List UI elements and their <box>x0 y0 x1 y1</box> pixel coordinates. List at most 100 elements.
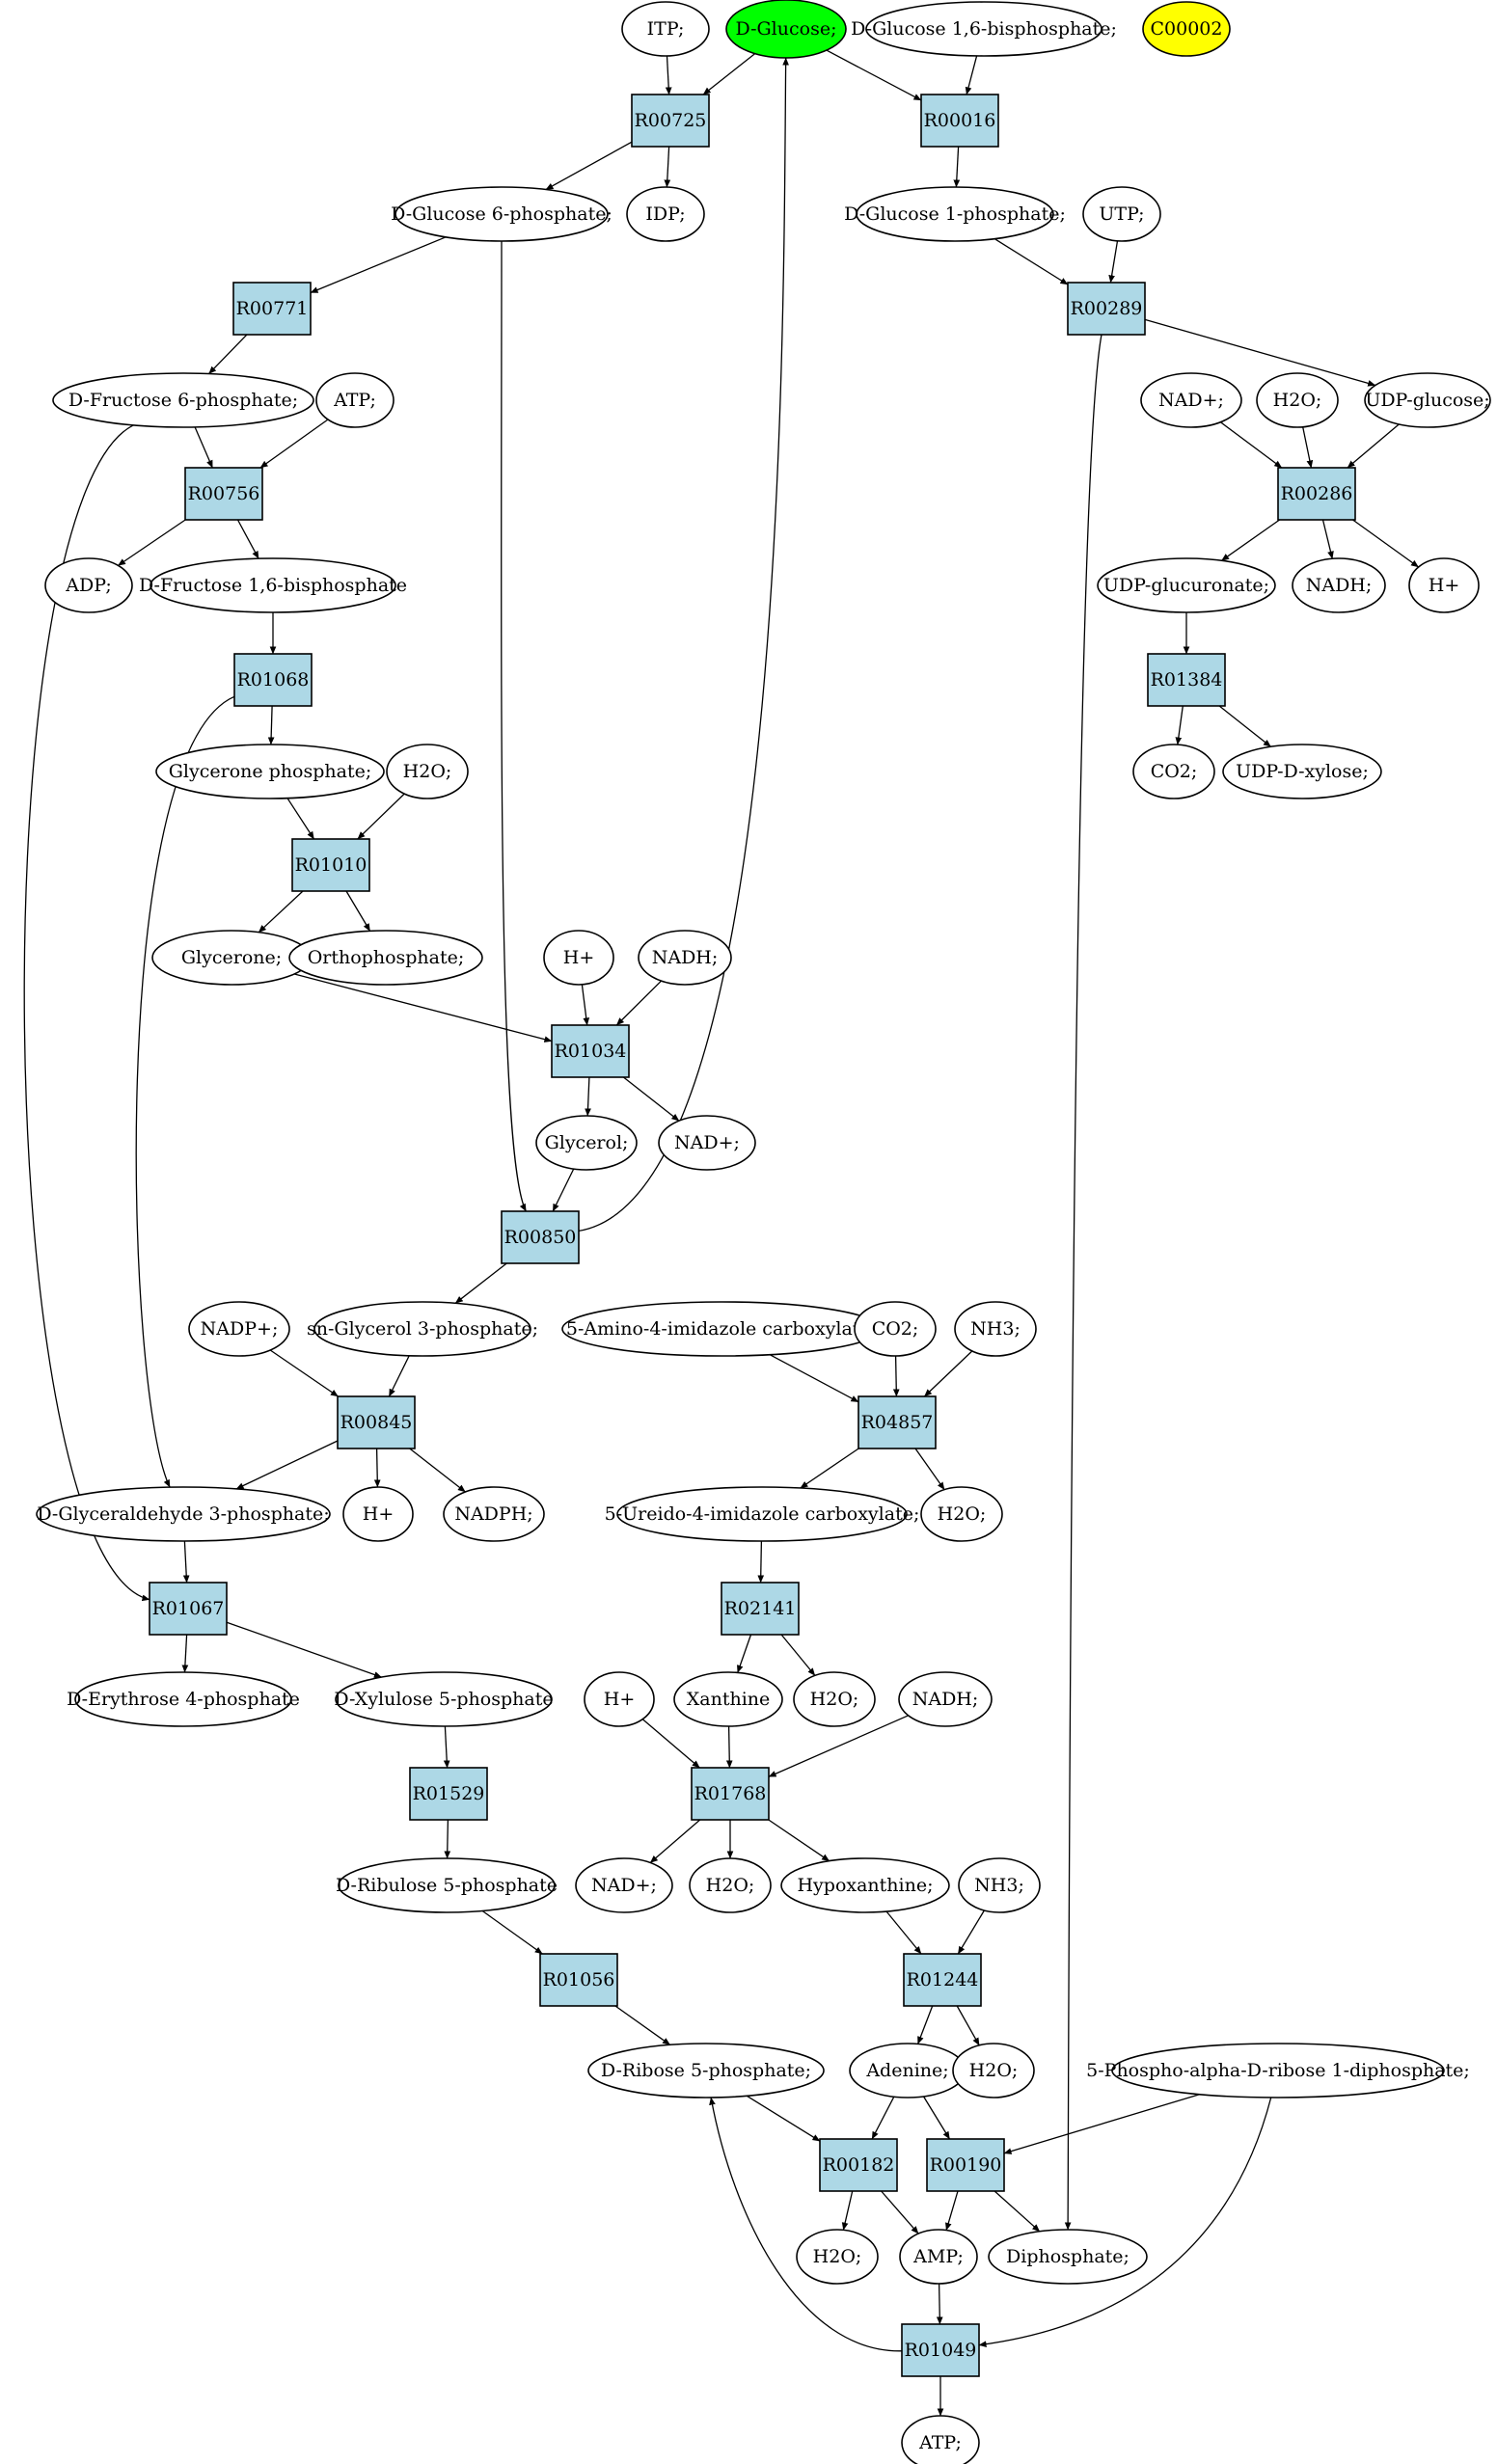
compound-node-ru5p[interactable]: D-Ribulose 5-phosphate <box>336 1857 558 1913</box>
compound-label: NH3; <box>970 1318 1021 1340</box>
compound-node-f16bp[interactable]: D-Fructose 1,6-bisphosphate <box>139 557 407 613</box>
compound-node-xu5p[interactable]: D-Xylulose 5-phosphate <box>334 1671 554 1727</box>
reaction-node-r00190[interactable]: R00190 <box>926 2138 1005 2192</box>
reaction-node-r02141[interactable]: R02141 <box>721 1582 800 1636</box>
compound-node-co2_a[interactable]: CO2; <box>1132 744 1215 799</box>
compound-label: NADH; <box>652 947 719 968</box>
edge-R01384-to-co2_a <box>1175 705 1184 745</box>
compound-node-nadh_a[interactable]: NADH; <box>1292 557 1386 613</box>
reaction-node-r01768[interactable]: R01768 <box>691 1767 770 1821</box>
compound-node-utp[interactable]: UTP; <box>1082 186 1161 242</box>
reaction-node-r00182[interactable]: R00182 <box>819 2138 898 2192</box>
reaction-node-r01010[interactable]: R01010 <box>291 838 370 892</box>
compound-label: AMP; <box>912 2246 964 2267</box>
compound-node-gap[interactable]: D-Glyceraldehyde 3-phosphate; <box>36 1486 331 1542</box>
compound-node-h2o_f[interactable]: H2O; <box>952 2043 1035 2098</box>
compound-node-itp[interactable]: ITP; <box>621 1 710 57</box>
compound-node-hypox[interactable]: Hypoxanthine; <box>780 1857 950 1913</box>
compound-shape <box>1408 557 1480 613</box>
compound-node-nadh_b[interactable]: NADH; <box>638 930 732 986</box>
reaction-node-r00845[interactable]: R00845 <box>337 1395 416 1449</box>
reaction-node-r00016[interactable]: R00016 <box>920 94 999 148</box>
reaction-node-r01244[interactable]: R01244 <box>903 1953 982 2007</box>
compound-node-prpp[interactable]: 5-Phospho-alpha-D-ribose 1-diphosphate; <box>1086 2043 1470 2098</box>
compound-node-aicar[interactable]: 5-Amino-4-imidazole carboxylate; <box>561 1301 882 1357</box>
compound-node-nadp_r[interactable]: NAD+; <box>1140 372 1242 428</box>
compound-node-g1p[interactable]: D-Glucose 1-phosphate; <box>844 186 1066 242</box>
reaction-label: R01034 <box>555 1041 627 1062</box>
compound-label: H+ <box>604 1689 636 1710</box>
nodes-layer: ITP; D-Glucose;D-Glucose 1,6-bisphosphate… <box>36 0 1491 2464</box>
compound-label: NADH; <box>912 1689 979 1710</box>
compound-node-h_a[interactable]: H+ <box>1408 557 1480 613</box>
compound-node-h2o_b[interactable]: H2O; <box>386 744 469 799</box>
compound-shape <box>1097 557 1276 613</box>
compound-node-g3p_sn[interactable]: sn-Glycerol 3-phosphate; <box>307 1301 538 1357</box>
edge-nh3_b-to-R01244 <box>957 1909 985 1955</box>
reaction-node-r00771[interactable]: R00771 <box>232 282 312 336</box>
reaction-node-r00286[interactable]: R00286 <box>1277 467 1356 521</box>
compound-node-udpxyl[interactable]: UDP-D-xylose; <box>1222 744 1382 799</box>
compound-node-atp_b[interactable]: ATP; <box>901 2415 980 2464</box>
compound-node-pi[interactable]: Orthophosphate; <box>288 930 483 986</box>
compound-node-c00002[interactable]: C00002 <box>1142 1 1231 57</box>
compound-node-udpglcua[interactable]: UDP-glucuronate; <box>1097 557 1276 613</box>
reaction-node-r00725[interactable]: R00725 <box>631 94 710 148</box>
compound-node-co2_b[interactable]: CO2; <box>854 1301 937 1357</box>
compound-shape <box>338 1857 556 1913</box>
compound-node-adenine[interactable]: Adenine; <box>849 2043 966 2098</box>
compound-node-udpglc[interactable]: UDP-glucose; <box>1364 372 1491 428</box>
reaction-node-r01529[interactable]: R01529 <box>409 1767 488 1821</box>
compound-node-h2o_d[interactable]: H2O; <box>793 1671 876 1727</box>
compound-label: 5-Amino-4-imidazole carboxylate; <box>566 1318 877 1340</box>
compound-node-ureido[interactable]: 5-Ureido-4-imidazole carboxylate; <box>605 1486 920 1542</box>
compound-node-nadph[interactable]: NADPH; <box>443 1486 545 1542</box>
compound-node-e4p[interactable]: D-Erythrose 4-phosphate <box>67 1671 300 1727</box>
compound-node-h2o_c[interactable]: H2O; <box>920 1486 1003 1542</box>
compound-shape <box>1292 557 1386 613</box>
compound-node-g6p[interactable]: D-Glucose 6-phosphate; <box>391 186 612 242</box>
compound-node-adp[interactable]: ADP; <box>44 557 133 613</box>
reaction-node-r01056[interactable]: R01056 <box>539 1953 618 2007</box>
compound-label: Glycerol; <box>545 1132 629 1153</box>
reaction-node-r01034[interactable]: R01034 <box>551 1024 630 1078</box>
compound-node-h_d[interactable]: H+ <box>584 1671 655 1727</box>
reaction-label: R01068 <box>237 669 310 690</box>
reaction-node-r00756[interactable]: R00756 <box>184 467 263 521</box>
reaction-node-r01067[interactable]: R01067 <box>149 1582 228 1636</box>
compound-label: D-Xylulose 5-phosphate <box>334 1689 553 1710</box>
compound-node-h2o_g[interactable]: H2O; <box>796 2229 879 2285</box>
compound-node-nad_b[interactable]: NAD+; <box>658 1115 756 1171</box>
compound-node-amp[interactable]: AMP; <box>899 2229 978 2285</box>
reaction-node-r01049[interactable]: R01049 <box>901 2323 980 2377</box>
compound-node-glucose[interactable]: D-Glucose; <box>725 0 847 59</box>
compound-node-glycerone[interactable]: Glycerone; <box>151 930 312 986</box>
reaction-node-r01384[interactable]: R01384 <box>1147 653 1226 707</box>
compound-node-nadp_c[interactable]: NADP+; <box>188 1301 290 1357</box>
reaction-node-r00850[interactable]: R00850 <box>501 1210 580 1264</box>
edge-R01068-to-dhap <box>267 705 275 745</box>
compound-node-xanthine[interactable]: Xanthine <box>673 1671 783 1727</box>
compound-node-nh3_a[interactable]: NH3; <box>954 1301 1037 1357</box>
compound-node-h2o_e[interactable]: H2O; <box>689 1857 772 1913</box>
compound-node-f6p[interactable]: D-Fructose 6-phosphate; <box>52 372 314 428</box>
compound-node-glycerol[interactable]: Glycerol; <box>535 1115 638 1171</box>
compound-node-nad_c[interactable]: NAD+; <box>575 1857 673 1913</box>
reaction-node-r01068[interactable]: R01068 <box>233 653 313 707</box>
compound-node-h_b[interactable]: H+ <box>543 930 614 986</box>
reaction-node-r00289[interactable]: R00289 <box>1067 282 1146 336</box>
compound-node-h2o_a[interactable]: H2O; <box>1256 372 1339 428</box>
edge-R01049-to-r5p <box>709 2097 903 2352</box>
compound-node-h_c[interactable]: H+ <box>342 1486 414 1542</box>
compound-node-idp[interactable]: IDP; <box>626 186 705 242</box>
edge-R00016-to-g1p <box>953 146 961 188</box>
compound-node-nh3_b[interactable]: NH3; <box>958 1857 1041 1913</box>
compound-node-r5p[interactable]: D-Ribose 5-phosphate; <box>587 2043 825 2098</box>
compound-node-nadh_c[interactable]: NADH; <box>898 1671 993 1727</box>
compound-node-g16bp[interactable]: D-Glucose 1,6-bisphosphate; <box>851 1 1117 57</box>
compound-node-dhap[interactable]: Glycerone phosphate; <box>155 744 385 799</box>
compound-node-atp_a[interactable]: ATP; <box>315 372 395 428</box>
compound-node-ppi[interactable]: Diphosphate; <box>988 2229 1148 2285</box>
reaction-node-r04857[interactable]: R04857 <box>857 1395 937 1449</box>
edge-hypox-to-R01244 <box>885 1910 922 1955</box>
